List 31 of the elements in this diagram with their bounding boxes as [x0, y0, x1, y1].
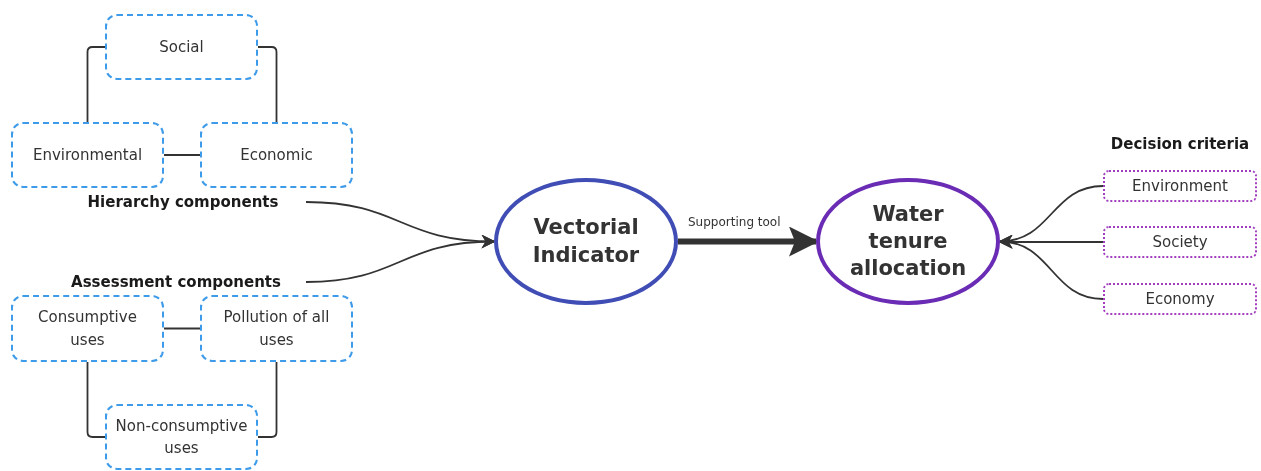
arrow — [305, 234, 496, 283]
node-label: Economic — [240, 144, 313, 166]
node-label: Pollution of all uses — [222, 307, 331, 351]
connector-line — [163, 154, 201, 156]
node-label: Social — [159, 36, 204, 58]
node-label: Environment — [1132, 177, 1228, 195]
component-box — [11, 295, 164, 362]
criterion-box — [1103, 226, 1257, 258]
component-box — [105, 14, 258, 80]
connector-line — [257, 361, 278, 438]
node-label: Economy — [1145, 290, 1215, 308]
node-label: Water tenure allocation — [848, 200, 968, 283]
node-label: Society — [1152, 233, 1208, 251]
node-label: Vectorial Indicator — [531, 214, 641, 269]
component-box — [105, 404, 258, 470]
section-heading: Decision criteria — [1109, 134, 1251, 155]
node-label: Non-consumptive uses — [114, 415, 249, 459]
criterion-box — [1103, 283, 1257, 315]
group-heading: Assessment components — [56, 271, 296, 293]
group-heading: Hierarchy components — [70, 191, 296, 213]
component-box — [11, 122, 164, 188]
component-box — [200, 295, 353, 362]
arrow — [998, 235, 1104, 300]
connector-line — [163, 327, 201, 330]
component-box — [200, 122, 353, 188]
node-label: Environmental — [32, 144, 143, 166]
arrow — [998, 235, 1104, 249]
edge-label: Supporting tool — [686, 214, 783, 229]
node-label: Consumptive uses — [37, 307, 138, 351]
criterion-box — [1103, 170, 1257, 202]
connector-line — [257, 46, 278, 123]
